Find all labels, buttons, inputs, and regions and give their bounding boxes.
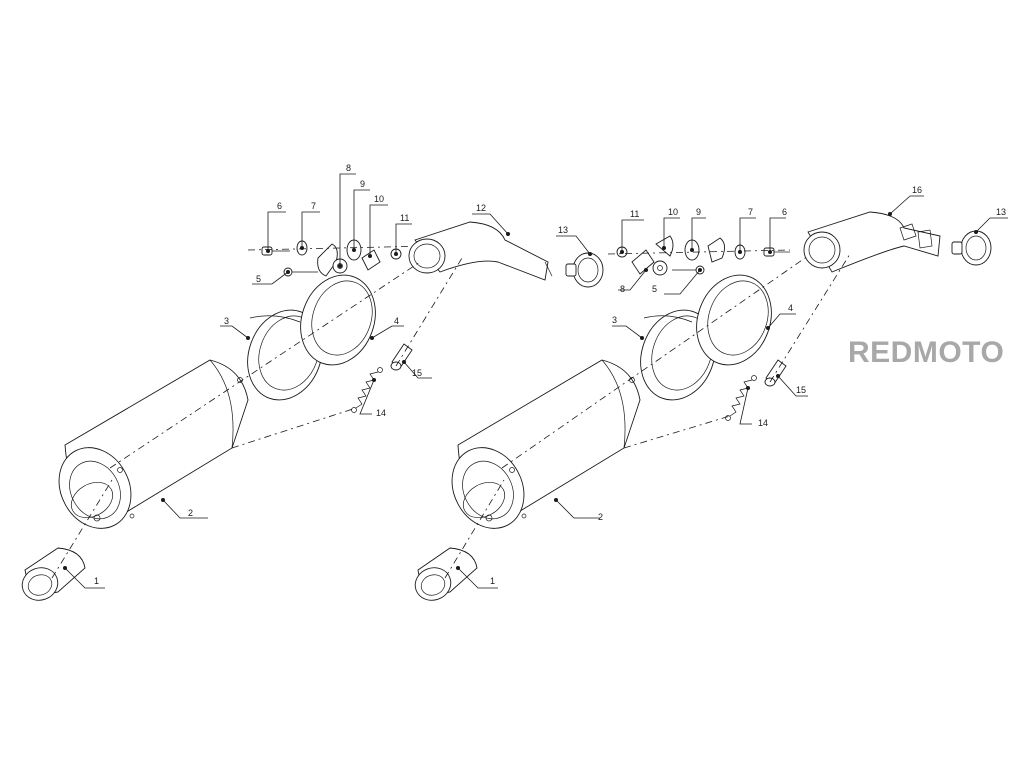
callout-2: 2 [188,508,193,518]
leaders-right [456,195,1008,589]
callout-13: 13 [558,225,568,235]
callout-15: 15 [796,385,806,395]
callout-1: 1 [490,576,495,586]
callout-7: 7 [311,201,316,211]
callout-4: 4 [394,316,399,326]
spring [351,367,383,413]
callout-14: 14 [376,408,386,418]
mounting-hardware [247,239,431,277]
clamp [565,252,604,288]
callout-13: 13 [996,207,1006,217]
callout-11: 11 [400,213,409,223]
callout-7: 7 [748,207,753,217]
callout-5: 5 [652,284,657,294]
sleeve [764,359,787,387]
watermark-text: REDMOTO [848,336,1004,369]
callouts-right: 1 2 3 4 5 6 7 8 9 10 11 13 14 15 16 [490,185,1006,586]
header-pipe [803,211,941,273]
callout-5: 5 [256,274,261,284]
callout-16: 16 [912,185,922,195]
sleeve [390,343,413,371]
bracket-ring-4 [696,274,772,366]
callout-3: 3 [612,315,617,325]
callout-6: 6 [782,207,787,217]
mounting-hardware [607,235,791,276]
callout-10: 10 [668,207,678,217]
callout-8: 8 [620,284,625,294]
assembly-right: 1 2 3 4 5 6 7 8 9 10 11 13 14 15 16 [414,185,1008,601]
callout-11: 11 [630,209,639,219]
silencer-body [58,359,249,529]
link-pipe [408,221,553,281]
callout-2: 2 [598,512,603,522]
callout-14: 14 [758,418,768,428]
callout-3: 3 [224,316,229,326]
leaders-left [63,173,592,589]
bracket-ring-4 [300,274,376,366]
callout-4: 4 [788,303,793,313]
assembly-left: 1 2 3 4 5 6 7 8 9 10 11 12 13 14 15 [21,163,604,601]
silencer-body [451,359,641,529]
callout-1: 1 [94,576,99,586]
callout-15: 15 [412,368,422,378]
callouts-left: 1 2 3 4 5 6 7 8 9 10 11 12 13 14 15 [94,163,568,586]
clamp [951,230,992,266]
callout-6: 6 [277,201,282,211]
callout-8: 8 [346,163,351,173]
callout-10: 10 [374,194,384,204]
callout-9: 9 [360,179,365,189]
callout-12: 12 [476,203,486,213]
tail-tip [21,481,114,601]
tail-tip [414,481,506,601]
spring [725,375,757,421]
callout-9: 9 [696,207,701,217]
